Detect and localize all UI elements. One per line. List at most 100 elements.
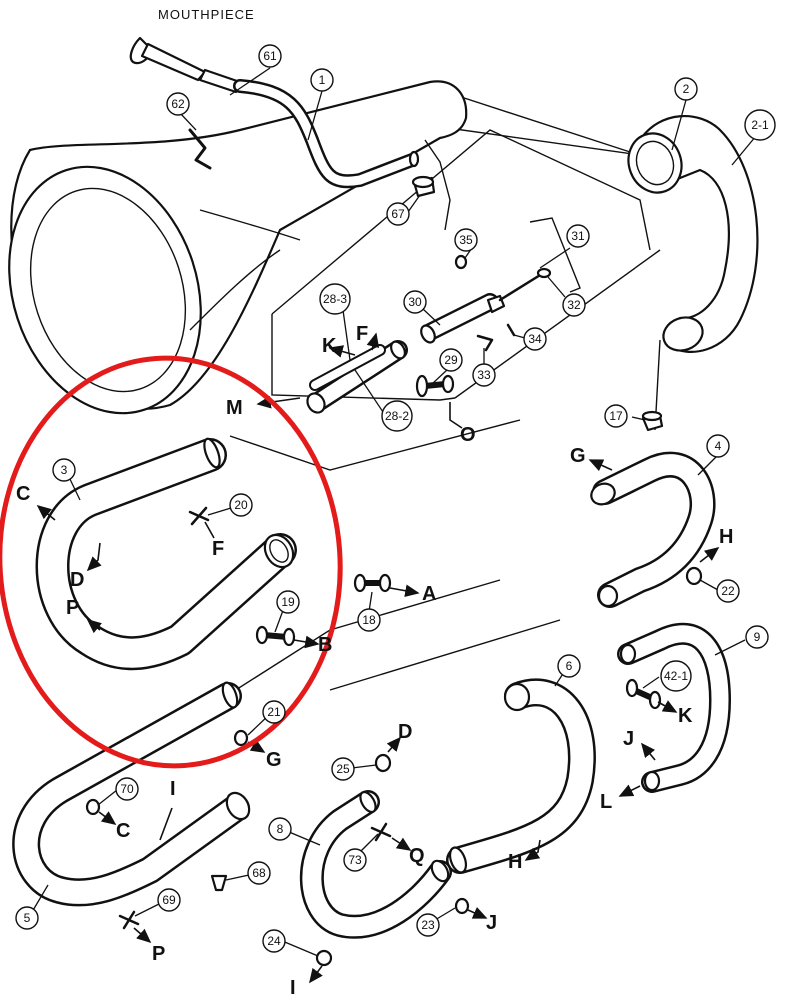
cap-part-25 [374,753,392,773]
svg-text:42-1: 42-1 [664,669,688,683]
callout-25: 25 [331,757,355,781]
letter-J: J [486,912,497,934]
svg-text:9: 9 [754,630,761,644]
svg-text:61: 61 [263,49,277,63]
svg-text:22: 22 [721,584,735,598]
callout-62: 62 [166,92,190,116]
u-tube-part-9 [617,622,731,793]
highlight-circle [0,355,343,769]
callouts: 1 2 2-1 61 62 67 35 31 32 34 33 30 28-3 … [15,44,776,953]
svg-text:23: 23 [421,918,435,932]
letter-C: C [16,483,30,505]
letter-H: H [508,851,522,873]
letter-J: J [623,728,634,750]
screw-part-35 [454,254,468,270]
callout-1: 1 [310,68,334,92]
callout-19: 19 [276,590,300,614]
callout-42-1: 42-1 [660,660,692,692]
svg-text:62: 62 [171,97,185,111]
callout-18: 18 [357,608,381,632]
svg-text:31: 31 [571,229,585,243]
callout-73: 73 [343,848,367,872]
callout-22: 22 [716,579,740,603]
letter-H: H [719,526,733,548]
mouthpiece-label: MOUTHPIECE [158,7,255,22]
callout-33: 33 [472,363,496,387]
u-tube-part-4 [590,451,716,608]
letter-G: G [570,445,586,467]
letter-D: D [70,569,84,591]
letter-K: K [678,705,693,727]
letter-C: C [116,820,130,842]
svg-text:24: 24 [267,934,281,948]
stopper-part-29 [415,374,455,398]
callout-28-3: 28-3 [319,283,351,315]
clip-part-62 [188,128,212,170]
letter-A: A [422,583,436,605]
letter-I: I [290,977,296,999]
callout-20: 20 [229,493,253,517]
callout-8: 8 [268,817,292,841]
svg-text:32: 32 [567,298,581,312]
callout-24: 24 [262,929,286,953]
svg-text:70: 70 [120,782,134,796]
callout-5: 5 [15,906,39,930]
callout-4: 4 [706,434,730,458]
cap-part-21 [233,729,249,747]
svg-text:29: 29 [444,353,458,367]
guide-part-20 [188,506,210,526]
svg-text:21: 21 [267,705,281,719]
letter-K: K [322,335,337,357]
cap-part-42-1 [625,678,662,710]
bell-part-1 [8,80,468,415]
cap-part-19 [255,625,296,647]
letter-B: B [318,634,332,656]
callout-30: 30 [403,290,427,314]
guide-part-69 [118,910,140,930]
cap-part-17 [641,410,664,432]
cap-part-68 [210,874,228,892]
svg-text:20: 20 [234,498,248,512]
letter-M: M [226,397,243,419]
mouthpiece [129,36,242,94]
valve-tube-part-28-3 [309,344,386,391]
svg-text:6: 6 [566,659,573,673]
svg-text:18: 18 [362,613,376,627]
callout-68: 68 [247,861,271,885]
callout-29: 29 [439,348,463,372]
callout-23: 23 [416,913,440,937]
cap-part-24 [315,949,333,967]
lever-part-31-32 [498,217,581,302]
connection-letters: K F M O C D P F A B G G H K J L D Q C I … [16,323,733,999]
bow-part-2 [627,114,759,353]
valve-casing-part-30 [420,293,506,344]
screw-part-34 [506,323,516,337]
letter-F: F [356,323,368,345]
svg-text:2: 2 [683,82,690,96]
svg-text:8: 8 [277,822,284,836]
callout-61: 61 [258,44,282,68]
svg-text:28-2: 28-2 [385,409,409,423]
cap-part-22 [685,566,703,586]
letter-L: L [600,791,612,813]
cap-part-23 [454,897,470,915]
letter-D: D [398,721,412,743]
svg-text:3: 3 [61,463,68,477]
u-tube-part-8 [299,790,452,939]
letter-P: P [66,597,79,619]
callout-67: 67 [386,202,410,226]
cap-part-70 [85,798,101,816]
callout-35: 35 [454,228,478,252]
svg-text:67: 67 [391,207,405,221]
callout-34: 34 [523,327,547,351]
svg-text:33: 33 [477,368,491,382]
callout-2-1: 2-1 [744,109,776,141]
svg-text:19: 19 [281,595,295,609]
letter-F: F [212,538,224,560]
letter-P: P [152,943,165,965]
callout-69: 69 [157,888,181,912]
letter-Q: Q [409,845,425,867]
callout-9: 9 [745,625,769,649]
svg-text:35: 35 [459,233,473,247]
